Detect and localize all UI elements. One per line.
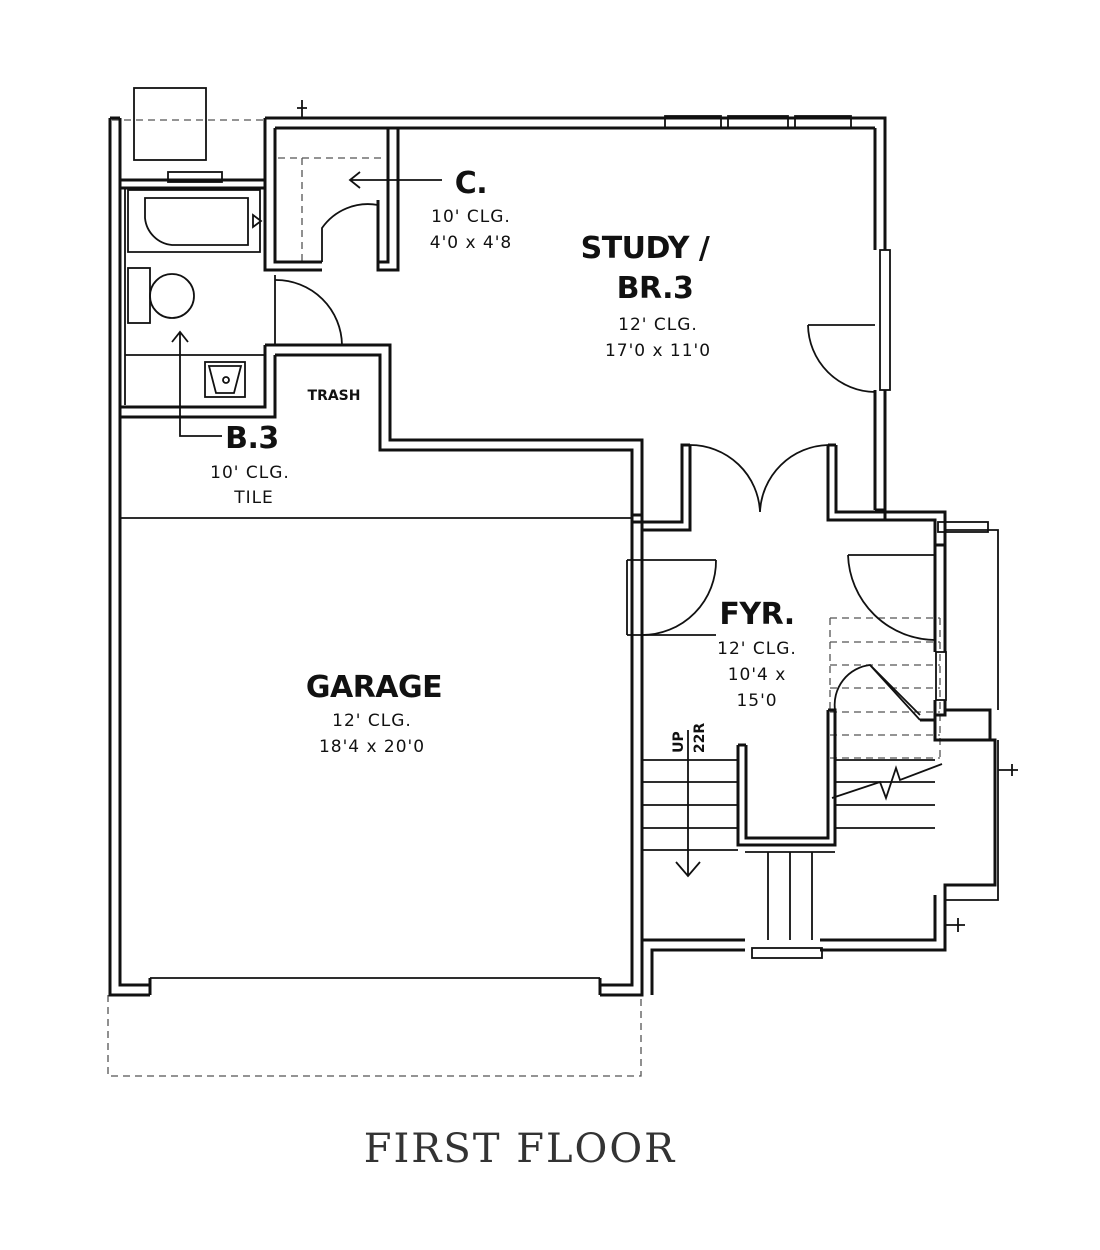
closet-name: C. (455, 166, 487, 201)
stair-direction-label: UP (671, 731, 687, 753)
sink (204, 361, 246, 398)
stair-break-line (831, 763, 943, 801)
garage-name: GARAGE (306, 670, 442, 705)
window-bath (167, 171, 223, 183)
foyer-size-line1: 10'4 x (728, 665, 787, 685)
window-foyer (935, 651, 947, 701)
driveway-outline (107, 995, 642, 1077)
doors (274, 203, 936, 721)
window-stair (751, 947, 823, 959)
page-title: FIRST FLOOR (364, 1126, 677, 1172)
window-study-2 (727, 115, 789, 129)
toilet (149, 273, 195, 319)
window-study-1 (664, 115, 722, 129)
window-side (937, 521, 989, 533)
dashed-outlines (107, 87, 941, 1077)
toilet-tank (127, 267, 151, 324)
closet-ceiling: 10' CLG. (431, 207, 511, 227)
chimney-outline (133, 87, 207, 161)
study-name-line2: BR.3 (617, 271, 694, 306)
window-study-3 (794, 115, 852, 129)
windows (167, 115, 999, 959)
stairs (642, 730, 943, 940)
bath-pointer (171, 330, 222, 437)
foyer-ceiling: 12' CLG. (717, 639, 797, 659)
garage-size: 18'4 x 20'0 (319, 737, 425, 757)
foyer-name: FYR. (719, 597, 794, 632)
closet-size: 4'0 x 4'8 (430, 233, 512, 253)
stair-direction-arrow (675, 730, 701, 878)
exterior-walls (108, 116, 997, 997)
reference-marks (171, 100, 1018, 932)
stair-risers-label: 22R (692, 723, 708, 753)
study-size: 17'0 x 11'0 (605, 341, 711, 361)
room-labels: C. 10' CLG. 4'0 x 4'8 STUDY / BR.3 12' C… (210, 166, 797, 757)
bath-floor: TILE (233, 488, 274, 508)
foyer-size-line2: 15'0 (736, 691, 777, 711)
garage-ceiling: 12' CLG. (332, 711, 412, 731)
closet-arrow (348, 171, 442, 189)
study-ceiling: 12' CLG. (618, 315, 698, 335)
bath-fixtures (127, 189, 263, 398)
bath-name: B.3 (225, 421, 279, 456)
bathtub (127, 189, 261, 253)
bath-ceiling: 10' CLG. (210, 463, 290, 483)
trash-label: TRASH (308, 388, 361, 404)
study-name-line1: STUDY / (581, 231, 710, 266)
